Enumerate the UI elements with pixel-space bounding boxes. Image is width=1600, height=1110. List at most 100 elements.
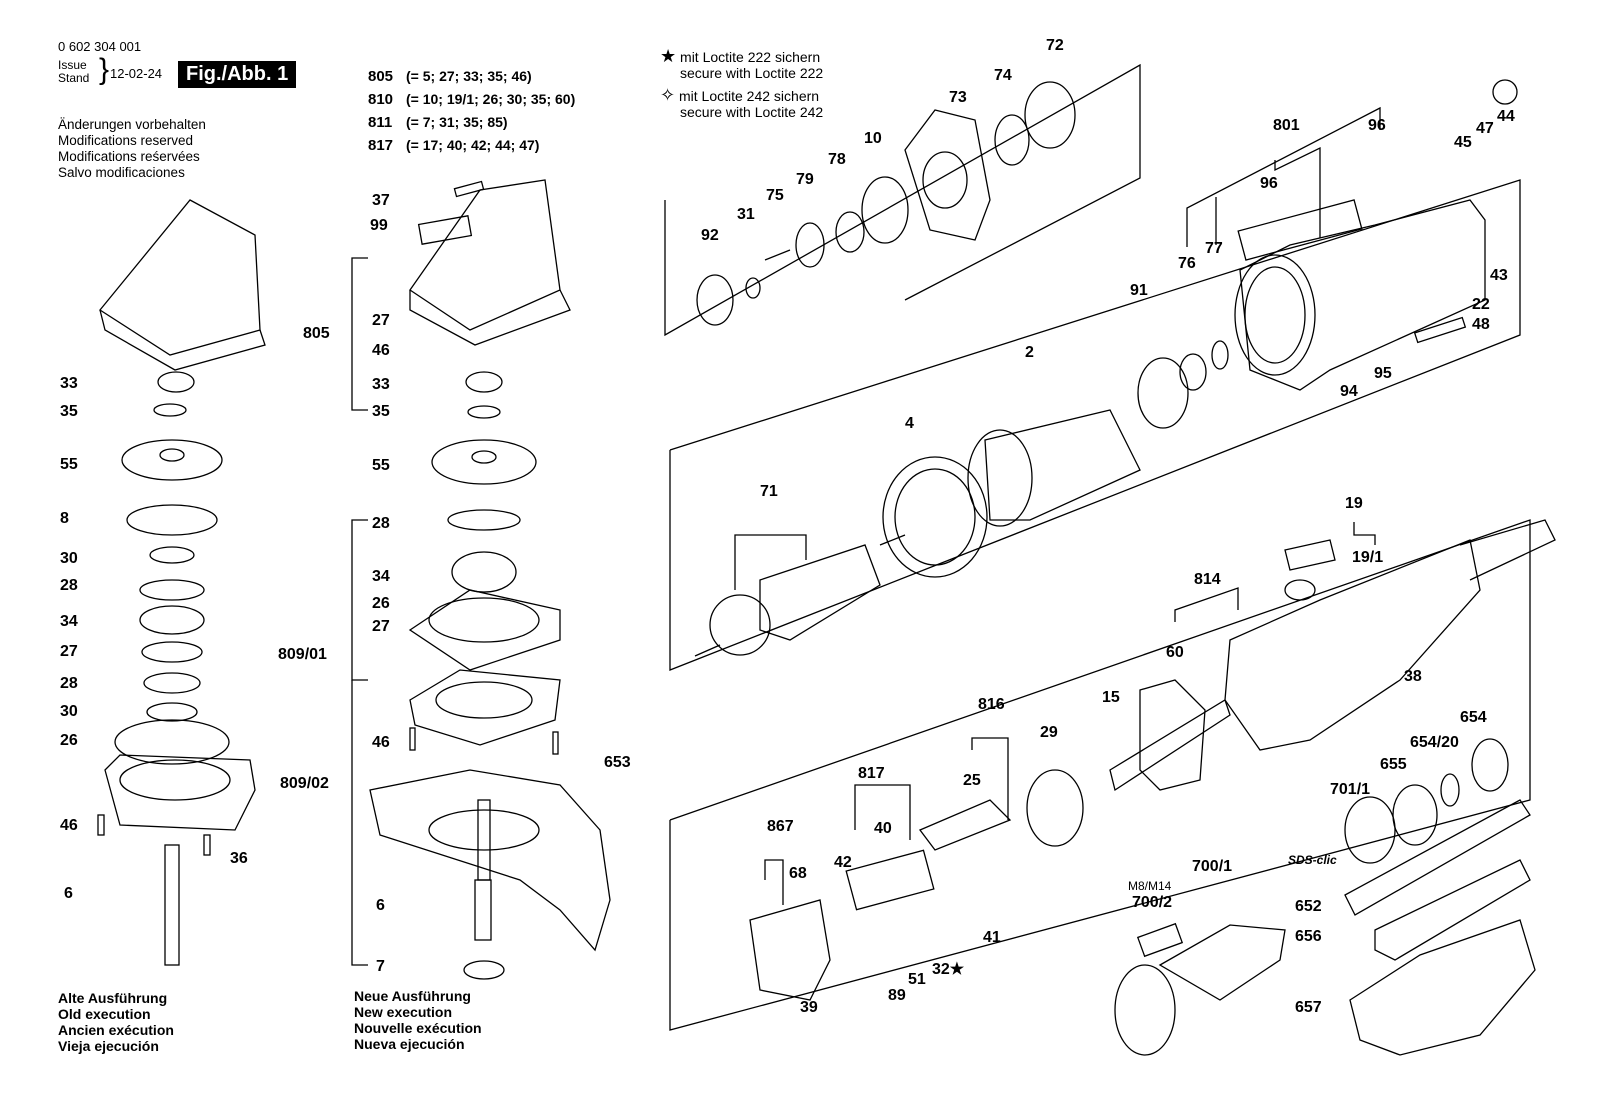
bracket-801 (1186, 106, 1381, 247)
callout-39: 39 (800, 999, 818, 1016)
callout-30: 30 (60, 703, 78, 720)
assembly-groups: 805(= 5; 27; 33; 35; 46) 810(= 10; 19/1;… (368, 65, 575, 157)
callout-700-1: 700/1 (1192, 858, 1233, 875)
star-icon: ★ (660, 46, 677, 66)
callout-79: 79 (796, 171, 814, 188)
callout-55: 55 (60, 456, 78, 473)
armature-stator (694, 340, 1229, 657)
callout-7: 7 (376, 958, 385, 975)
callout-76: 76 (1178, 255, 1196, 272)
callout-74: 74 (994, 67, 1012, 84)
callout-72: 72 (1046, 37, 1064, 54)
callout-68: 68 (789, 865, 807, 882)
bracket-816 (971, 737, 1009, 820)
callout-15: 15 (1102, 689, 1120, 706)
panel-frame-top (664, 63, 1141, 337)
callout-817: 817 (858, 765, 885, 782)
callout-10: 10 (864, 130, 882, 147)
figure-badge: Fig./Abb. 1 (178, 61, 297, 88)
callout-6: 6 (376, 897, 385, 914)
callout-700-2: 700/2 (1132, 894, 1173, 911)
callout-40: 40 (874, 820, 892, 837)
callout-99: 99 (370, 217, 388, 234)
callout-48: 48 (1472, 316, 1490, 333)
callout-28: 28 (372, 515, 390, 532)
callout-816: 816 (978, 696, 1005, 713)
note-line: Modifications reserved (58, 133, 194, 148)
panel-frame-low (669, 519, 1531, 1031)
callout-19: 19 (1345, 495, 1363, 512)
new-gear-head (369, 179, 611, 980)
callout-27: 27 (372, 618, 390, 635)
callout-26: 26 (60, 732, 78, 749)
callout-654: 654 (1460, 709, 1487, 726)
bearing-flange-set (696, 81, 1076, 326)
callout-27: 27 (60, 643, 78, 660)
bracket-80901 (351, 519, 368, 681)
callout-25: 25 (963, 772, 981, 789)
callout-8: 8 (60, 510, 69, 527)
callout-32: 32★ (932, 961, 965, 978)
issue-text: Issue (58, 58, 87, 72)
callout-41: 41 (983, 929, 1001, 946)
callout-28: 28 (60, 577, 78, 594)
outline-star-icon: ✧ (660, 85, 676, 105)
callout-654-20: 654/20 (1410, 734, 1459, 751)
stand-text: Stand (58, 71, 90, 85)
callout-42: 42 (834, 854, 852, 871)
callout-44: 44 (1497, 108, 1515, 125)
callout-655: 655 (1380, 756, 1407, 773)
callout-867: 867 (767, 818, 794, 835)
bracket-867 (764, 859, 784, 905)
callout-71: 71 (760, 483, 778, 500)
callout-30: 30 (60, 550, 78, 567)
callout-22: 22 (1472, 296, 1490, 313)
callout-805: 805 (303, 325, 330, 342)
callout-43: 43 (1490, 267, 1508, 284)
bracket-71 (734, 534, 807, 590)
callout-77: 77 (1205, 240, 1223, 257)
callout-96: 96 (1260, 175, 1278, 192)
callout-91: 91 (1130, 282, 1148, 299)
callout-28: 28 (60, 675, 78, 692)
callout-33: 33 (60, 375, 78, 392)
old-gear-head (97, 199, 266, 966)
note-line: Änderungen vorbehalten (58, 117, 206, 132)
callout-656: 656 (1295, 928, 1322, 945)
motor-housing (1234, 79, 1518, 391)
callout-37: 37 (372, 192, 390, 209)
issue-date: 12-02-24 (110, 66, 163, 81)
callout-47: 47 (1476, 120, 1494, 137)
callout-701-1: 701/1 (1330, 781, 1371, 798)
callout-46: 46 (60, 817, 78, 834)
callout-92: 92 (701, 227, 719, 244)
callout-19-1: 19/1 (1352, 549, 1384, 566)
callout-35: 35 (372, 403, 390, 420)
callout-78: 78 (828, 151, 846, 168)
callout-46: 46 (372, 734, 390, 751)
callout-89: 89 (888, 987, 906, 1004)
callout-94: 94 (1340, 383, 1358, 400)
callout-26: 26 (372, 595, 390, 612)
callout-34: 34 (60, 613, 78, 630)
group-row: 811(= 7; 31; 35; 85) (368, 114, 508, 131)
star-icon: ★ (949, 961, 965, 978)
callout-653: 653 (604, 754, 631, 771)
callout-60: 60 (1166, 644, 1184, 661)
callout-73: 73 (949, 89, 967, 106)
callout-51: 51 (908, 971, 926, 988)
callout-95: 95 (1374, 365, 1392, 382)
thread-size: M8/M14 (1128, 879, 1172, 893)
callout-4: 4 (905, 415, 914, 432)
callout-55: 55 (372, 457, 390, 474)
bracket-805 (351, 257, 368, 411)
sds-clic-label: SDS-clic (1288, 853, 1337, 867)
callout-29: 29 (1040, 724, 1058, 741)
callout-38: 38 (1404, 668, 1422, 685)
